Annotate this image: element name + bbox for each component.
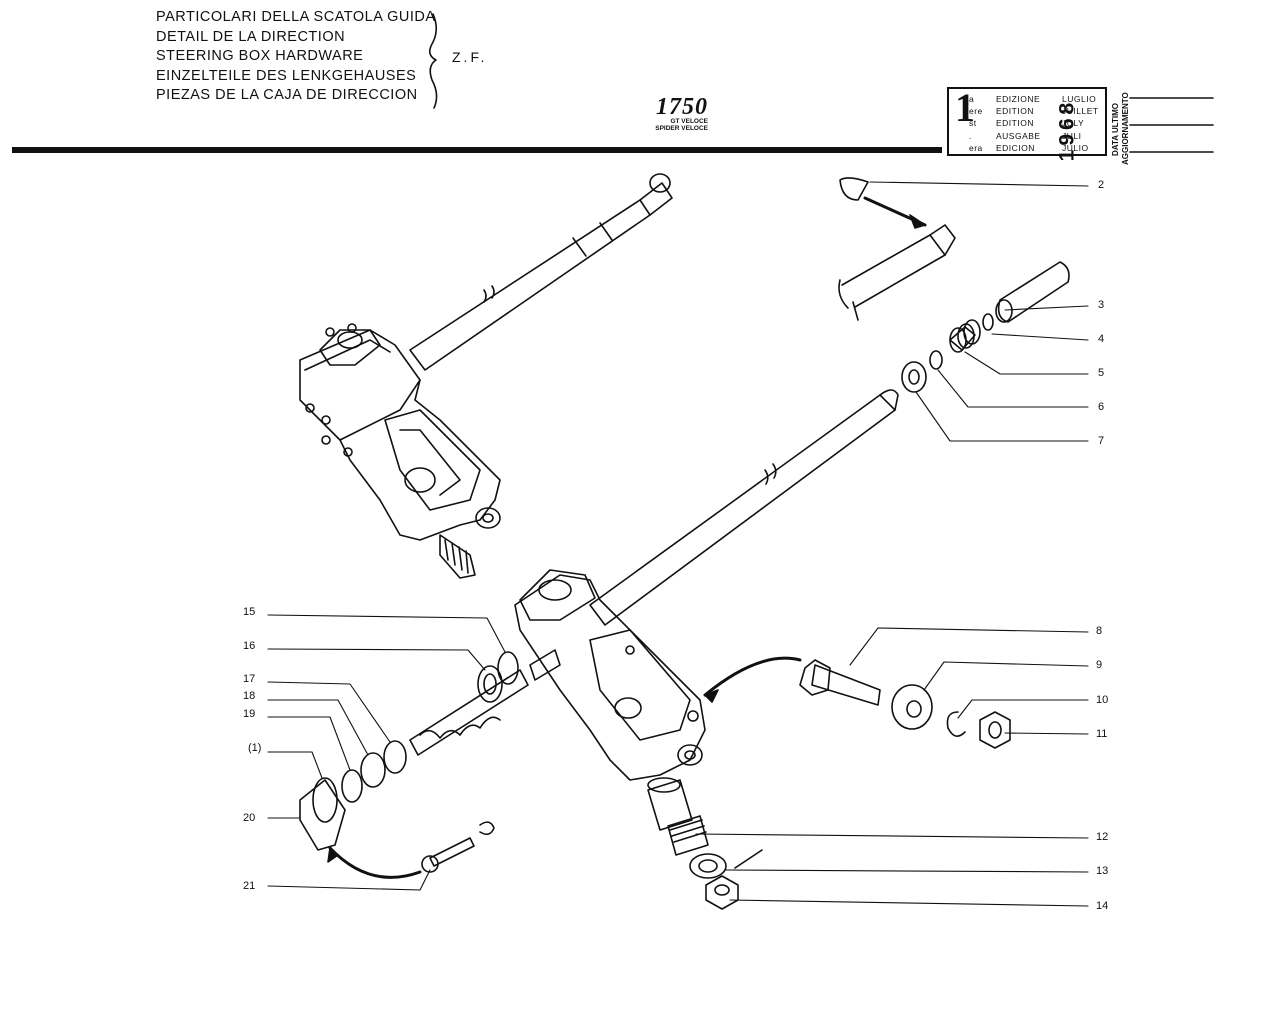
part-20-cover <box>299 779 346 851</box>
part-7-bushing <box>901 361 927 393</box>
callout-9: 9 <box>1096 659 1103 671</box>
part-11-nut <box>979 711 1011 749</box>
edition-month: JULIO <box>1062 142 1089 153</box>
callout-12: 12 <box>1096 831 1109 843</box>
lower-bushing-parts <box>647 777 763 910</box>
part-8-bolt <box>811 664 881 706</box>
edition-suffix: st <box>969 118 977 129</box>
model-line-spider: SPIDER VELOCE <box>655 125 708 132</box>
part-20-clip <box>479 821 495 836</box>
callout-3: 3 <box>1098 299 1105 311</box>
edition-label: EDITION <box>996 118 1034 129</box>
callout-4: 4 <box>1098 333 1105 345</box>
callout-16: 16 <box>243 640 256 652</box>
edition-suffix: . <box>969 130 972 141</box>
callout-11: 11 <box>1096 728 1108 740</box>
edition-suffixes: a ere st . era <box>969 93 983 154</box>
edition-box <box>947 87 1107 156</box>
model-badge: 1750 GT VELOCE SPIDER VELOCE <box>624 94 708 132</box>
callout-13: 13 <box>1096 865 1109 877</box>
callout-7: 7 <box>1098 435 1105 447</box>
lower-steering-assembly <box>299 389 899 879</box>
part-1-gasket <box>312 777 338 823</box>
part-4-washer <box>982 313 994 331</box>
variant-code: Z.F. <box>452 49 488 65</box>
callout-18: 18 <box>243 690 256 702</box>
callout-10: 10 <box>1096 694 1109 706</box>
part-10-lockwasher <box>946 711 966 737</box>
title-line-es: PIEZAS DE LA CAJA DE DIRECCION <box>156 87 418 103</box>
pinch-bolt-parts <box>703 656 1011 749</box>
edition-month: JULI <box>1062 130 1082 141</box>
callout-1: (1) <box>248 742 262 754</box>
spring-parts <box>901 261 1070 393</box>
part-9-washer <box>891 684 933 730</box>
model-line-gt: GT VELOCE <box>670 118 708 125</box>
edition-label: EDITION <box>996 106 1034 117</box>
title-line-de: EINZELTEILE DES LENKGEHAUSES <box>156 67 417 84</box>
edition-label: EDIZIONE <box>996 94 1041 104</box>
callout-19: 19 <box>243 708 256 720</box>
part-19-shim <box>341 769 363 803</box>
woodruff-key <box>839 177 869 201</box>
upper-steering-assembly <box>299 173 673 579</box>
title-block: PARTICOLARI DELLA SCATOLA GUIDA DETAIL D… <box>156 8 436 106</box>
callout-20: 20 <box>243 812 256 824</box>
part-16-bearing <box>477 665 503 703</box>
callout-21: 21 <box>243 880 256 892</box>
edition-month: LUGLIO <box>1062 94 1097 104</box>
part-3-sleeve <box>997 261 1070 323</box>
title-line-it: PARTICOLARI DELLA SCATOLA GUIDA <box>156 9 436 25</box>
part-6-ring <box>929 350 943 370</box>
header-brace <box>428 13 438 109</box>
edition-label: EDICION <box>996 142 1035 153</box>
edition-suffix: era <box>969 142 983 153</box>
part-13-washer <box>689 853 727 879</box>
part-13-pin <box>734 849 763 869</box>
edition-month: JUILLET <box>1062 106 1099 117</box>
model-number: 1750 <box>656 94 708 120</box>
shaft-end-assembly <box>838 177 956 321</box>
callout-14: 14 <box>1096 900 1109 912</box>
edition-month: JULY <box>1062 118 1085 129</box>
callout-15: 15 <box>243 606 256 618</box>
callout-5: 5 <box>1098 367 1105 379</box>
callout-8: 8 <box>1096 625 1103 637</box>
edition-months: LUGLIO JUILLET JULY JULI JULIO <box>1062 93 1099 154</box>
leader-lines <box>267 181 1089 907</box>
title-line-fr: DETAIL DE LA DIRECTION <box>156 28 346 45</box>
part-17-race <box>383 740 407 774</box>
part-14-nut <box>705 875 739 910</box>
edition-suffix: a <box>969 94 975 104</box>
header-rule <box>12 147 942 153</box>
edition-labels: EDIZIONE EDITION EDITION AUSGABE EDICION <box>996 93 1041 154</box>
part-5-spring <box>949 326 976 351</box>
part-15-bearing <box>497 651 519 685</box>
callout-17: 17 <box>243 673 256 685</box>
part-18-ring <box>360 752 386 788</box>
callout-6: 6 <box>1098 401 1105 413</box>
title-line-en: STEERING BOX HARDWARE <box>156 48 364 64</box>
edition-label: AUSGABE <box>996 130 1041 141</box>
callout-2: 2 <box>1098 179 1105 191</box>
part-21-bolt <box>429 837 475 867</box>
part-12-bushing <box>647 779 693 831</box>
edition-suffix: ere <box>969 106 983 117</box>
edition-number: 1 <box>955 85 975 130</box>
